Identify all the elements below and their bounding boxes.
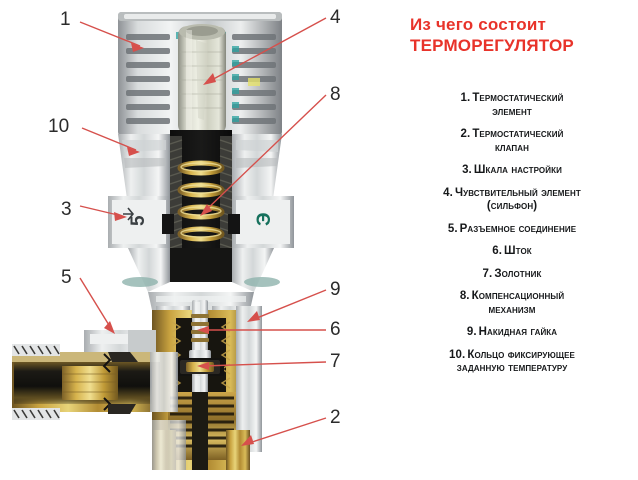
legend-item-7: 7.Золотник <box>386 268 638 282</box>
logo-wing-right: Э <box>232 196 294 248</box>
legend-text-5: Разъемное соединение <box>459 222 577 235</box>
callout-number-10: 10 <box>48 116 70 137</box>
legend-text-6: Шток <box>504 245 532 257</box>
legend-item-9: 9.Накидная гайка <box>386 326 638 340</box>
legend-sub-2: клапан <box>494 141 530 154</box>
arrow-1 <box>79 21 144 52</box>
callout-number-6: 6 <box>330 319 341 340</box>
legend-num-4: 4. <box>443 186 453 199</box>
legend-sub-4: (сильфон) <box>486 200 538 212</box>
arrow-5 <box>79 277 115 334</box>
title-line-1: Из чего состоит <box>410 15 547 34</box>
legend-text-10: Кольцо фиксирующее <box>467 348 575 361</box>
callout-number-8: 8 <box>330 84 341 105</box>
callout-number-1: 1 <box>60 9 71 30</box>
legend-item-8: 8.Компенсационный механизм <box>386 290 638 317</box>
callout-number-7: 7 <box>330 351 341 372</box>
callout-arrows <box>79 17 327 446</box>
valve-illustration: 5 Э <box>12 12 327 470</box>
legend-text-7: Золотник <box>494 267 542 280</box>
legend-num-6: 6. <box>492 245 503 257</box>
legend-text-8: Компенсационный <box>471 290 565 302</box>
legend-text-9: Накидная гайка <box>478 326 558 338</box>
legend-item-1: 1.Термостатический элемент <box>386 92 638 119</box>
legend-panel: Из чего состоит ТЕРМОРЕГУЛЯТОР 1.Термост… <box>386 0 638 480</box>
arrow-8 <box>200 94 327 216</box>
callout-number-2: 2 <box>330 407 341 428</box>
legend-item-3: 3.Шкала настройки <box>386 164 638 178</box>
fixing-ring <box>118 134 282 206</box>
legend-item-5: 5.Разъемное соединение <box>386 223 638 237</box>
legend-item-6: 6.Шток <box>386 245 638 259</box>
brand-logo-mark: Э <box>254 212 275 226</box>
legend-item-2: 2.Термостатический клапан <box>386 128 638 155</box>
valve-cutaway-photo: 5 Э <box>12 7 341 470</box>
legend-text-2: Термостатический <box>472 128 564 140</box>
legend-sub-10: заданную температуру <box>456 362 568 374</box>
horizontal-inlet-pipe <box>12 330 186 470</box>
legend-num-5: 5. <box>447 222 458 235</box>
callout-number-5: 5 <box>61 267 72 288</box>
legend-sub-8: механизм <box>488 303 536 316</box>
arrow-10 <box>81 127 140 156</box>
title-line-2: ТЕРМОРЕГУЛЯТОР <box>410 36 574 55</box>
inlet-thread <box>12 344 60 420</box>
legend-text-3: Шкала настройки <box>473 164 562 176</box>
arrow-4 <box>203 17 327 85</box>
arrow-3 <box>79 205 127 221</box>
legend-num-3: 3. <box>462 164 472 176</box>
callout-number-9: 9 <box>330 279 341 300</box>
legend-num-8: 8. <box>459 290 470 302</box>
legend-text-4: Чувствительный элемент <box>454 186 581 199</box>
legend-list: 1.Термостатический элемент 2.Термостатич… <box>386 92 638 385</box>
arrow-7 <box>197 361 327 370</box>
bellows-sensing-element <box>178 24 226 134</box>
setting-scale-wing-left: 5 <box>108 196 170 248</box>
scale-number-left: 5 <box>128 215 149 226</box>
head-lower-skirt <box>122 248 280 292</box>
legend-num-7: 7. <box>482 267 493 280</box>
arrow-2 <box>241 417 327 446</box>
callout-number-4: 4 <box>330 7 341 28</box>
legend-text-1: Термостатический <box>472 92 564 104</box>
legend-item-10: 10.Кольцо фиксирующее заданную температу… <box>386 349 638 376</box>
legend-num-2: 2. <box>460 128 471 140</box>
arrow-6 <box>197 326 326 334</box>
page-title: Из чего состоит ТЕРМОРЕГУЛЯТОР <box>410 14 630 56</box>
legend-item-4: 4.Чувствительный элемент (сильфон) <box>386 187 638 214</box>
legend-num-1: 1. <box>460 92 471 104</box>
callout-number-3: 3 <box>61 199 72 220</box>
arrow-9 <box>247 289 327 322</box>
legend-num-10: 10. <box>449 348 466 361</box>
legend-sub-1: элемент <box>492 105 532 118</box>
legend-num-9: 9. <box>466 326 477 338</box>
